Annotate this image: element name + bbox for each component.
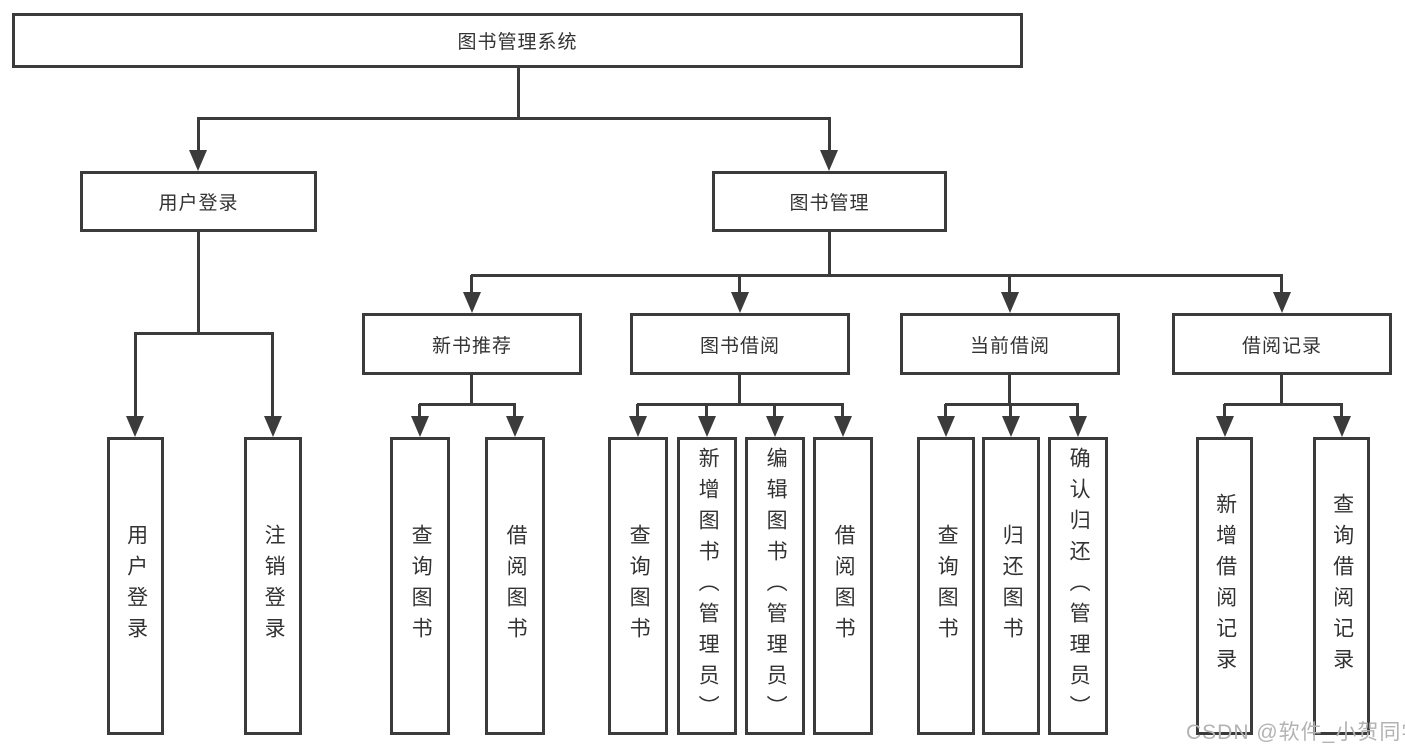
- leaf-label: 确认归还（管理员）: [1067, 446, 1091, 726]
- arrow-down-icon: [698, 416, 716, 437]
- arrow-down-icon: [731, 292, 749, 313]
- connector-vline: [1008, 275, 1011, 295]
- node-label: 借阅记录: [1241, 335, 1322, 357]
- connector-vline: [134, 333, 137, 417]
- node-user-login: 用户登录: [80, 171, 317, 232]
- connector-hline: [197, 117, 831, 120]
- connector-vline: [197, 232, 200, 334]
- connector-vline: [1280, 275, 1283, 295]
- leaf-query-books: 查询图书: [917, 437, 975, 735]
- node-user-login-label: 用户登录: [158, 193, 239, 214]
- leaf-label: 借阅图书: [504, 524, 528, 648]
- leaf-add-books-admin: 新增图书（管理员）: [677, 437, 737, 735]
- connector-vline: [517, 68, 520, 119]
- connector-vline: [738, 275, 741, 295]
- connector-vline: [1340, 404, 1343, 418]
- arrow-down-icon: [1069, 416, 1087, 437]
- node-label: 当前借阅: [969, 335, 1050, 357]
- arrow-down-icon: [766, 416, 784, 437]
- leaf-borrow-books: 借阅图书: [813, 437, 873, 735]
- connector-vline: [418, 404, 421, 418]
- leaf-label: 编辑图书（管理员）: [764, 446, 788, 726]
- arrow-down-icon: [1002, 416, 1020, 437]
- connector-vline: [1223, 404, 1226, 418]
- node-root-label: 图书管理系统: [457, 32, 578, 53]
- connector-hline: [419, 403, 516, 406]
- connector-hline: [1224, 403, 1343, 406]
- leaf-label: 查询图书: [627, 524, 651, 648]
- arrow-down-icon: [937, 416, 955, 437]
- node-root: 图书管理系统: [12, 13, 1023, 68]
- leaf-return-books: 归还图书: [982, 437, 1040, 735]
- leaf-query-borrow-record: 查询借阅记录: [1313, 437, 1370, 735]
- connector-vline: [944, 404, 947, 418]
- connector-vline: [738, 375, 741, 405]
- arrow-down-icon: [629, 416, 647, 437]
- connector-vline: [1076, 404, 1079, 418]
- leaf-label: 查询图书: [935, 524, 959, 648]
- connector-vline: [841, 404, 844, 418]
- connector-vline: [513, 404, 516, 418]
- connector-vline: [1008, 375, 1011, 405]
- connector-vline: [636, 404, 639, 418]
- connector-vline: [197, 118, 200, 152]
- node-book-borrowing: 图书借阅: [630, 313, 850, 375]
- node-label: 新书推荐: [431, 335, 512, 357]
- arrow-down-icon: [126, 416, 144, 437]
- connector-vline: [470, 375, 473, 405]
- arrow-down-icon: [1333, 416, 1351, 437]
- arrow-down-icon: [1001, 292, 1019, 313]
- connector-vline: [828, 118, 831, 152]
- leaf-label: 借阅图书: [832, 524, 856, 648]
- connector-vline: [271, 333, 274, 417]
- leaf-label: 新增借阅记录: [1213, 493, 1237, 679]
- node-book-management-label: 图书管理: [789, 193, 870, 214]
- connector-vline: [1009, 404, 1012, 418]
- leaf-query-books: 查询图书: [608, 437, 668, 735]
- connector-vline: [773, 404, 776, 418]
- node-current-borrowing: 当前借阅: [900, 313, 1120, 375]
- arrow-down-icon: [264, 416, 282, 437]
- leaf-borrow-books: 借阅图书: [485, 437, 545, 735]
- connector-vline: [470, 275, 473, 295]
- node-borrowing-records: 借阅记录: [1172, 313, 1392, 375]
- connector-hline: [637, 403, 844, 406]
- arrow-down-icon: [463, 292, 481, 313]
- connector-vline: [705, 404, 708, 418]
- leaf-user-login: 用户登录: [107, 437, 164, 735]
- leaf-edit-books-admin: 编辑图书（管理员）: [745, 437, 805, 735]
- arrow-down-icon: [411, 416, 429, 437]
- leaf-label: 新增图书（管理员）: [696, 446, 720, 726]
- connector-vline: [1280, 375, 1283, 405]
- leaf-add-borrow-record: 新增借阅记录: [1196, 437, 1253, 735]
- leaf-confirm-return-admin: 确认归还（管理员）: [1048, 437, 1108, 735]
- leaf-label: 查询借阅记录: [1330, 493, 1354, 679]
- leaf-query-books: 查询图书: [390, 437, 450, 735]
- leaf-label: 注销登录: [262, 524, 286, 648]
- connector-hline: [134, 332, 274, 335]
- node-label: 图书借阅: [699, 335, 780, 357]
- csdn-watermark: CSDN @软件_小贺同学: [1186, 721, 1405, 744]
- arrow-down-icon: [820, 150, 838, 171]
- arrow-down-icon: [834, 416, 852, 437]
- arrow-down-icon: [1273, 292, 1291, 313]
- node-book-management: 图书管理: [712, 171, 947, 232]
- arrow-down-icon: [189, 150, 207, 171]
- leaf-label: 归还图书: [1000, 524, 1024, 648]
- arrow-down-icon: [1216, 416, 1234, 437]
- arrow-down-icon: [506, 416, 524, 437]
- connector-hline: [471, 274, 1283, 277]
- connector-hline: [945, 403, 1079, 406]
- leaf-logout: 注销登录: [244, 437, 302, 735]
- leaf-label: 用户登录: [124, 524, 148, 648]
- leaf-label: 查询图书: [409, 524, 433, 648]
- connector-vline: [828, 232, 831, 276]
- node-new-book-recommendation: 新书推荐: [362, 313, 582, 375]
